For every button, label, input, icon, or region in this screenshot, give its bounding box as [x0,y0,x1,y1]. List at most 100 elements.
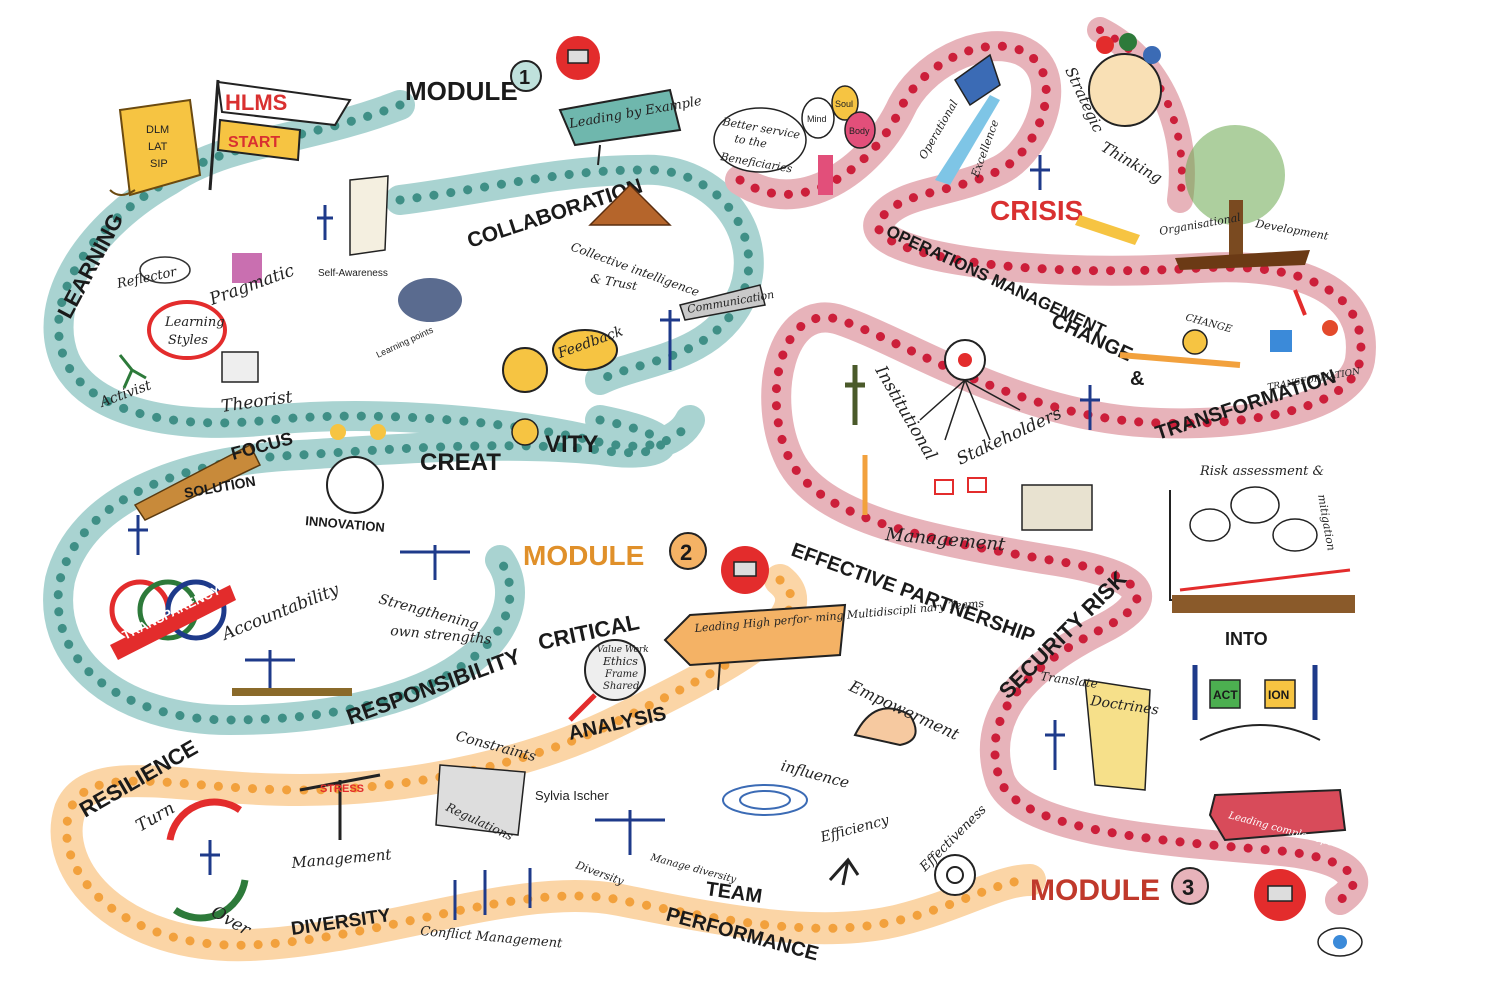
self-figure-icon [317,205,333,240]
module-1-number: 1 [519,67,530,89]
scroll-item-2: LAT [148,141,168,153]
resilience-figure-icon [200,840,220,875]
turn-arrow-icon [166,798,242,841]
ethics-line-4: Shared [603,681,639,692]
ion-puzzle-icon [1264,679,1296,709]
laptop-icon [567,49,589,64]
juggler-figure-icon [595,810,665,855]
org-dev-label-2: Development [1253,217,1329,243]
mind-balloon [801,97,835,139]
strong-figure-icon [400,545,470,580]
over-arrow-icon [173,879,249,922]
body-label: Body [849,126,870,136]
activist-figure-icon [118,354,147,389]
conflict-figures-icon [453,868,532,920]
soul-balloon [831,85,859,121]
hlms-title: HLMS [225,90,287,115]
puzzle-bridge-icon [1199,724,1321,741]
balance-beam-icon [232,688,352,696]
self-awareness-label: Self-Awareness [318,268,388,279]
soldier-figure-icon [845,365,865,425]
mitigation-label: mitigation [1315,493,1338,552]
mirror-icon [349,175,389,256]
learning-styles-line-1: Learning [164,315,225,330]
mind-label: Mind [807,114,827,124]
ion-label: ION [1268,688,1289,702]
tree-crown-icon [1185,125,1285,225]
curriculum-scroll: DLM LAT SIP [109,98,202,197]
gear-red-icon [1096,36,1114,54]
puzzle-icon [232,253,262,283]
ethics-line-1: Value Work [597,645,649,655]
module-2-number: 2 [680,540,692,565]
innovation-bulb-1-icon [330,424,346,440]
telescope-icon [133,443,262,521]
beneficiaries-bubble [713,107,807,173]
risk-cloud-3-icon [1272,518,1318,552]
institutional-label: Institutional [870,362,941,464]
magnifier-icon [584,639,646,701]
crisis-label: CRISIS [990,195,1083,226]
gear-blue-icon [1143,46,1161,64]
sign-leading-by-example: Leading by Example [558,88,703,166]
puzzle-transform-icon [1270,330,1292,352]
module-1-badge [510,60,542,92]
soul-label: Soul [835,99,853,109]
stakeholders-label: Stakeholders [954,403,1065,469]
module-1-label: MODULE [405,76,518,106]
megaphone-figure-icon [660,310,680,370]
thinking-label: Thinking [1098,138,1165,187]
tree-soil-icon [1175,250,1310,270]
trust-pile-icon [588,183,672,226]
regulations-paper-icon [435,764,526,836]
stress-figure-icon [299,773,381,840]
crisis-ramp-icon [1075,215,1140,245]
ethics-line-3: Frame [604,669,638,680]
into-label: INTO [1225,629,1268,649]
conflict-label: Conflict Management [420,924,564,951]
change-coin-icon [1182,329,1208,355]
scroll-item-3: SIP [150,158,168,170]
risk-tightrope-icon [1179,568,1351,592]
target-icon [934,854,976,896]
puzzle-figures-icon [1192,665,1318,720]
crisis-figure-icon [1030,155,1050,190]
laptop-icon-3 [1267,885,1293,902]
reflector-label: Reflector [115,265,179,293]
author-credit: Sylvia Ischer [535,788,609,803]
amp-label: & [1130,368,1144,390]
balance-figure-icon [245,650,295,690]
feedback-bubble [552,329,618,371]
elephant-icon [398,278,462,322]
module-3-label: MODULE [1030,874,1160,907]
excellence-beam-icon [935,95,1000,185]
parliament-icon [1021,484,1093,531]
manager-figure-icon [1080,385,1100,430]
ripple-icon [722,784,808,816]
accountability-label: Accountability [218,579,343,645]
apple-icon [1322,320,1338,336]
learning-points-label: Learning points [375,325,435,360]
act-label: ACT [1213,688,1238,702]
thumbs-up-icon [954,53,1001,107]
balloon-figure-icon [818,155,833,195]
creativity-label-b: VITY [545,431,598,458]
flag-1-icon [934,479,954,495]
risk-ground-icon [1172,595,1355,613]
better-service-line-2: to the [733,132,768,151]
innovation-label: INNOVATION [305,513,386,535]
stress-management-label: Management [290,845,393,872]
module-2-badge [669,532,707,570]
lightbulb-icon [511,418,539,446]
learning-styles-line-2: Styles [168,333,208,348]
risk-assessment-label: Risk assessment & [1199,464,1324,479]
telescope-figure-icon [128,515,148,555]
start-label: START [228,134,280,151]
megaphone-icon [679,284,766,321]
module-3-badge [1171,867,1209,905]
risk-cloud-1-icon [1189,508,1231,542]
body-balloon [844,111,876,149]
influence-label: influence [779,756,851,792]
risk-cloud-2-icon [1230,486,1280,524]
